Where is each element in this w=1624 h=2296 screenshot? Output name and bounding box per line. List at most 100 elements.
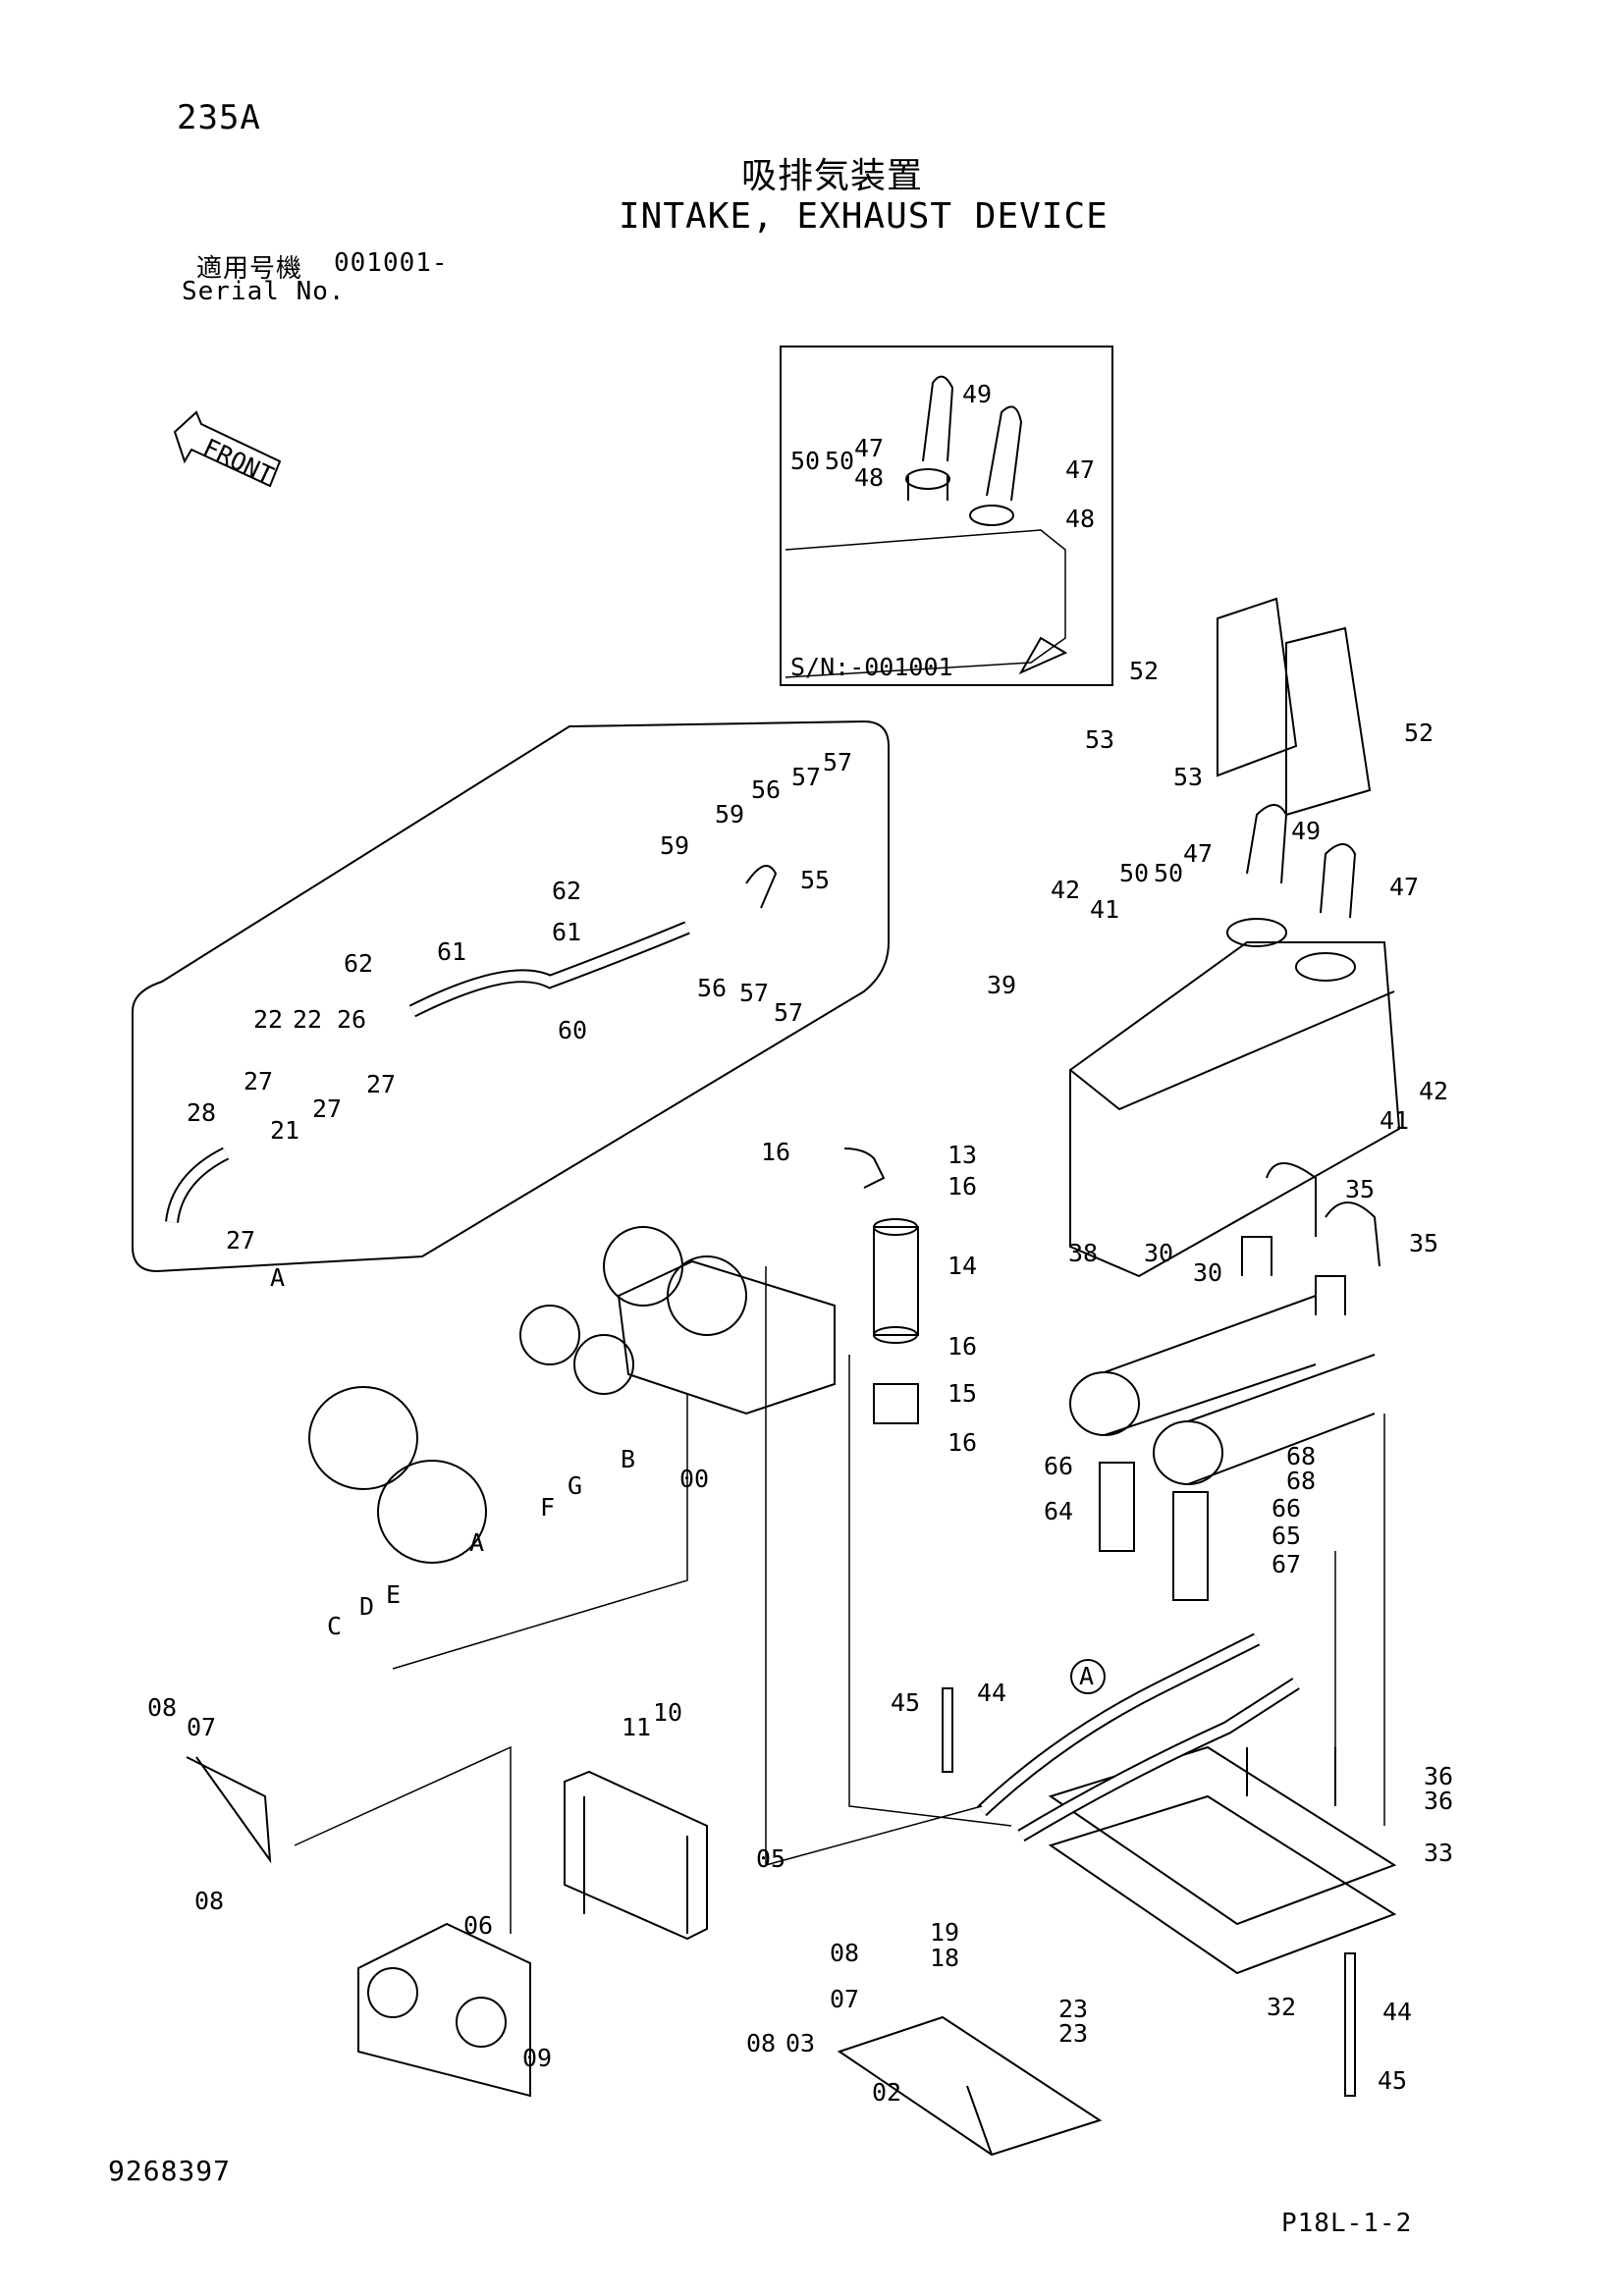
callout-label: 53: [1085, 725, 1114, 754]
callout-label: 50: [1119, 859, 1149, 887]
callout-label: 23: [1058, 1995, 1088, 2023]
callout-label: 05: [756, 1844, 785, 1873]
callout-label: 06: [463, 1911, 493, 1940]
callout-label: G: [568, 1471, 582, 1500]
callout-label: 56: [751, 775, 781, 804]
callout-label: 10: [653, 1698, 682, 1727]
callout-label: 59: [660, 831, 689, 860]
muffler-cover: [1069, 597, 1401, 1278]
frame-assembly: [186, 1687, 1397, 2157]
callout-label: 44: [977, 1679, 1006, 1707]
callout-label: 30: [1193, 1258, 1222, 1287]
callout-label: 18: [930, 1944, 959, 1972]
callout-label: 41: [1090, 895, 1119, 924]
callout-label: 02: [872, 2078, 901, 2107]
callout-label: B: [621, 1445, 635, 1473]
callout-label: 19: [930, 1918, 959, 1947]
inset-box: S/N:-001001: [780, 346, 1113, 686]
callout-label: 35: [1409, 1229, 1438, 1257]
callout-label: 44: [1382, 1998, 1412, 2026]
callout-label: 08: [830, 1939, 859, 1967]
callout-label: 07: [830, 1985, 859, 2013]
callout-label: 27: [312, 1095, 342, 1123]
page-code: P18L-1-2: [1281, 2209, 1413, 2238]
callout-label: 22: [293, 1005, 322, 1034]
callout-label: 61: [552, 918, 581, 946]
callout-label: 33: [1424, 1839, 1453, 1867]
callout-label: 57: [823, 748, 852, 776]
callout-label: 62: [552, 877, 581, 905]
callout-label: F: [540, 1493, 555, 1522]
callout-label: 32: [1267, 1993, 1296, 2021]
callout-label: 56: [697, 974, 727, 1002]
callout-label: 38: [1068, 1239, 1098, 1267]
callout-label: 36: [1424, 1762, 1453, 1790]
callout-label: 36: [1424, 1787, 1453, 1815]
title-japanese: 吸排気装置: [741, 156, 924, 196]
callout-label: 14: [947, 1252, 977, 1280]
callout-label: 47: [1183, 839, 1213, 868]
callout-label: 03: [785, 2029, 815, 2057]
callout-label: 22: [253, 1005, 283, 1034]
detail-a-box: [132, 720, 890, 1273]
callout-label: 65: [1272, 1522, 1301, 1550]
callout-label: 62: [344, 949, 373, 978]
callout-label: 16: [947, 1332, 977, 1361]
callout-label: 50: [1154, 859, 1183, 887]
callout-label: 15: [947, 1379, 977, 1408]
callout-label: 16: [947, 1428, 977, 1457]
callout-label: 50: [790, 447, 820, 475]
callout-label: 47: [1389, 873, 1419, 901]
callout-label: 57: [791, 763, 821, 791]
callout-label: 42: [1419, 1077, 1448, 1105]
callout-label: 45: [1378, 2066, 1407, 2095]
drawing-number: 9268397: [108, 2155, 232, 2187]
callout-label: 55: [800, 866, 830, 894]
callout-label: 27: [226, 1226, 255, 1255]
callout-label: 08: [194, 1887, 224, 1915]
callout-label: A: [1079, 1662, 1094, 1690]
callout-label: 60: [558, 1016, 587, 1044]
callout-label: 64: [1044, 1497, 1073, 1525]
callout-label: 27: [366, 1070, 396, 1098]
callout-label: 39: [987, 971, 1016, 999]
callout-label: 08: [147, 1693, 177, 1722]
callout-label: 09: [522, 2044, 552, 2072]
callout-label: 30: [1144, 1239, 1173, 1267]
callout-label: 08: [746, 2029, 776, 2057]
callout-label: 00: [679, 1465, 709, 1493]
callout-label: 67: [1272, 1550, 1301, 1578]
callout-label: A: [469, 1528, 484, 1557]
callout-label: 48: [1065, 505, 1095, 533]
callout-label: C: [327, 1612, 342, 1640]
callout-label: 57: [774, 998, 803, 1027]
callout-label: 16: [947, 1172, 977, 1201]
callout-label: 26: [337, 1005, 366, 1034]
callout-label: 68: [1286, 1442, 1316, 1470]
callout-label: 61: [437, 937, 466, 966]
exhaust-pipe: [977, 1632, 1300, 1842]
callout-label: 45: [891, 1688, 920, 1717]
callout-label: 66: [1044, 1452, 1073, 1480]
callout-label: 41: [1380, 1106, 1409, 1135]
front-arrow-icon: FRONT: [173, 410, 282, 490]
callout-label: 42: [1051, 876, 1080, 904]
callout-label: 07: [187, 1713, 216, 1741]
callout-label: 47: [854, 434, 884, 462]
air-cleaner-assembly: [308, 1148, 919, 1564]
callout-label: 68: [1286, 1467, 1316, 1495]
callout-label: 49: [962, 380, 992, 408]
page-number: 235A: [177, 98, 261, 137]
callout-label: 49: [1291, 817, 1321, 845]
callout-label: E: [386, 1580, 401, 1609]
callout-label: 23: [1058, 2019, 1088, 2048]
serial-label-japanese: 適用号機: [196, 254, 303, 284]
title-english: INTAKE, EXHAUST DEVICE: [619, 196, 1109, 237]
callout-label: 48: [854, 463, 884, 492]
callout-label: 53: [1173, 763, 1203, 791]
leader-lines: [294, 1266, 1385, 1934]
callout-label: 13: [947, 1141, 977, 1169]
callout-label: A: [270, 1263, 285, 1292]
callout-label: 52: [1404, 719, 1434, 747]
